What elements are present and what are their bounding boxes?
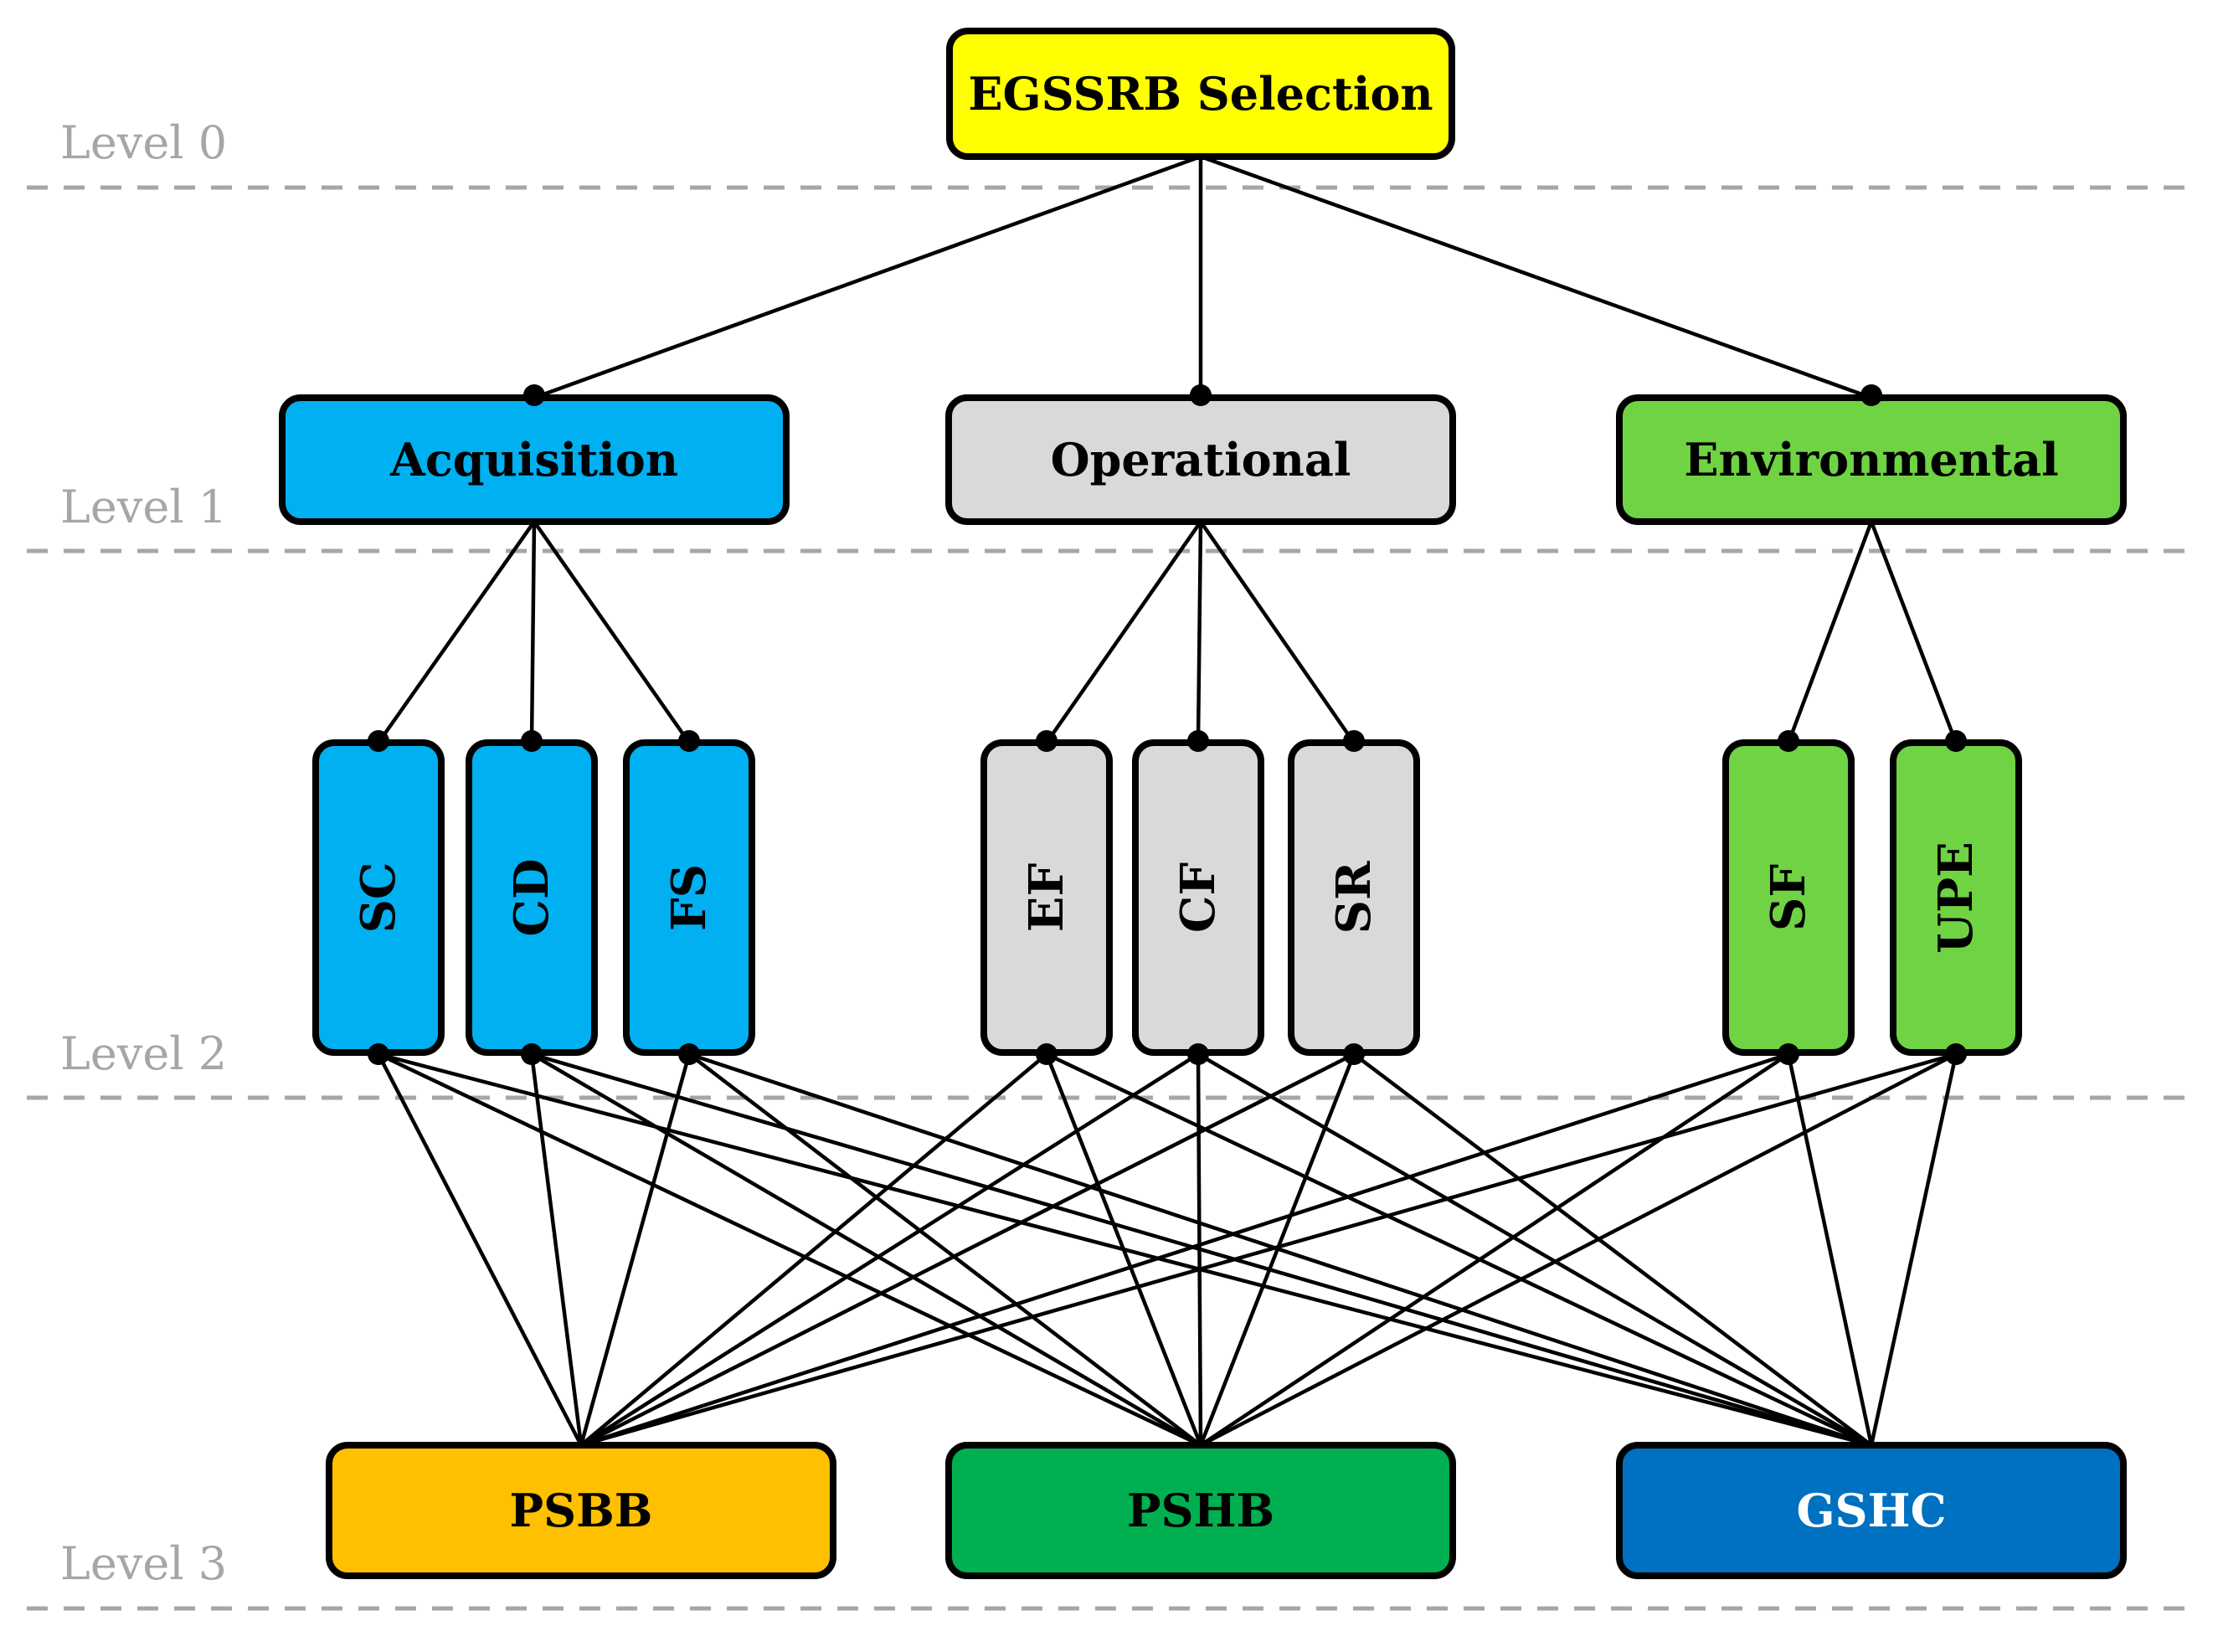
alternative-node-gshc-label: GSHC xyxy=(1796,1484,1946,1537)
goal-node-goal-box xyxy=(946,28,1455,160)
edge-ef-to-psbb xyxy=(579,1052,1048,1447)
edge-upe-to-pshb xyxy=(1199,1052,1958,1447)
goal-node-goal-label: EGSSRB Selection xyxy=(968,67,1433,121)
dot-sf-bottom xyxy=(1778,1043,1799,1065)
dot-acquisition-top xyxy=(523,384,545,406)
criterion-node-operational-label: Operational xyxy=(1051,433,1351,486)
subcriterion-node-upe-label: UPE xyxy=(1928,841,1984,954)
edge-goal-to-environmental xyxy=(1200,154,1872,400)
criterion-node-environmental-label: Environmental xyxy=(1684,433,2058,486)
dot-ef-top xyxy=(1036,730,1058,752)
subcriterion-node-sc-label: SC xyxy=(351,862,406,933)
dot-cd-top xyxy=(521,730,543,752)
dot-sf-top xyxy=(1778,730,1799,752)
edge-operational-to-sr xyxy=(1199,520,1356,744)
alternative-node-pshb-label: PSHB xyxy=(1127,1484,1274,1537)
dot-upe-bottom xyxy=(1945,1043,1967,1065)
level-guides: Level 0 Level 1 Level 2 Level 3 xyxy=(27,116,2187,1611)
dot-fs-bottom xyxy=(678,1043,700,1065)
subcriterion-node-sr-label: SR xyxy=(1326,861,1382,934)
dot-upe-top xyxy=(1945,730,1967,752)
edge-fs-to-pshb xyxy=(687,1052,1202,1447)
edge-upe-to-psbb xyxy=(580,1052,1957,1448)
edge-upe-to-gshc xyxy=(1869,1053,1958,1446)
edge-environmental-to-upe xyxy=(1869,521,1958,744)
subcriterion-node-sf: SF xyxy=(1722,739,1855,1056)
criterion-node-acquisition: Acquisition xyxy=(279,394,790,525)
subcriterion-node-sf-label: SF xyxy=(1761,864,1816,931)
edge-sc-to-pshb xyxy=(378,1052,1202,1448)
subcriterion-node-cf: CF xyxy=(1132,739,1264,1056)
connector-dots xyxy=(368,384,1967,1065)
edge-sr-to-psbb xyxy=(579,1052,1356,1448)
criterion-node-acquisition-label: Acquisition xyxy=(389,433,678,486)
goal-node-goal: EGSSRB Selection xyxy=(946,28,1455,160)
subcriterion-node-sc: SC xyxy=(312,739,445,1056)
alternative-node-gshc-box xyxy=(1616,1442,2127,1579)
dot-cd-bottom xyxy=(521,1043,543,1065)
level-2-label: Level 2 xyxy=(60,1027,227,1080)
criterion-node-operational: Operational xyxy=(945,394,1456,525)
edge-acquisition-to-cd xyxy=(529,521,537,744)
edge-sf-to-psbb xyxy=(580,1052,1789,1448)
subcriterion-node-fs-label: FS xyxy=(661,864,717,931)
dot-ef-bottom xyxy=(1036,1043,1058,1065)
edge-cf-to-psbb xyxy=(579,1052,1200,1447)
dot-sr-top xyxy=(1343,730,1365,752)
edge-cd-to-gshc xyxy=(531,1052,1872,1448)
dot-sr-bottom xyxy=(1343,1043,1365,1065)
alternative-node-pshb: PSHB xyxy=(945,1442,1456,1579)
subcriterion-node-cf-label: CF xyxy=(1171,862,1226,934)
edge-fs-to-psbb xyxy=(579,1053,692,1446)
alternative-node-psbb-box xyxy=(326,1442,836,1579)
subcriterion-node-cd: CD xyxy=(466,739,598,1056)
edge-acquisition-to-fs xyxy=(533,520,691,744)
dot-cf-bottom xyxy=(1187,1043,1209,1065)
edge-ef-to-gshc xyxy=(1046,1052,1872,1448)
edge-sc-to-psbb xyxy=(377,1052,583,1447)
dot-environmental-top xyxy=(1860,384,1882,406)
dot-sc-top xyxy=(368,730,389,752)
subcriterion-node-upe: UPE xyxy=(1890,739,2022,1056)
edge-cd-to-psbb xyxy=(529,1053,584,1446)
edge-acquisition-to-sc xyxy=(377,520,536,744)
subcriterion-node-sr: SR xyxy=(1288,739,1420,1056)
level-3-label: Level 3 xyxy=(60,1537,227,1590)
edge-cf-to-gshc xyxy=(1196,1052,1873,1447)
subcriterion-node-ef-label: EF xyxy=(1019,863,1074,933)
edge-sf-to-gshc xyxy=(1786,1053,1874,1446)
subcriterion-node-fs: FS xyxy=(623,739,755,1056)
edge-cd-to-pshb xyxy=(530,1052,1202,1447)
criterion-node-environmental: Environmental xyxy=(1616,394,2127,525)
alternative-node-gshc: GSHC xyxy=(1616,1442,2127,1579)
edge-fs-to-gshc xyxy=(688,1052,1872,1448)
edge-operational-to-ef xyxy=(1045,520,1202,744)
edge-sc-to-gshc xyxy=(378,1052,1872,1448)
subcriterion-node-ef: EF xyxy=(980,739,1113,1056)
alternative-node-psbb-label: PSBB xyxy=(510,1484,653,1537)
edge-environmental-to-sf xyxy=(1786,521,1874,744)
dot-operational-top xyxy=(1190,384,1212,406)
dot-cf-top xyxy=(1187,730,1209,752)
edge-goal-to-acquisition xyxy=(533,154,1202,400)
alternative-node-pshb-box xyxy=(945,1442,1456,1579)
edge-operational-to-cf xyxy=(1196,521,1203,744)
level-0-label: Level 0 xyxy=(60,116,227,169)
level-1-label: Level 1 xyxy=(60,481,227,533)
edge-sf-to-pshb xyxy=(1199,1052,1790,1447)
subcriterion-node-cd-label: CD xyxy=(504,858,559,936)
dot-sc-bottom xyxy=(368,1043,389,1065)
connectors xyxy=(377,154,1958,1448)
edge-sr-to-gshc xyxy=(1352,1052,1873,1447)
alternative-node-psbb: PSBB xyxy=(326,1442,836,1579)
dot-fs-top xyxy=(678,730,700,752)
